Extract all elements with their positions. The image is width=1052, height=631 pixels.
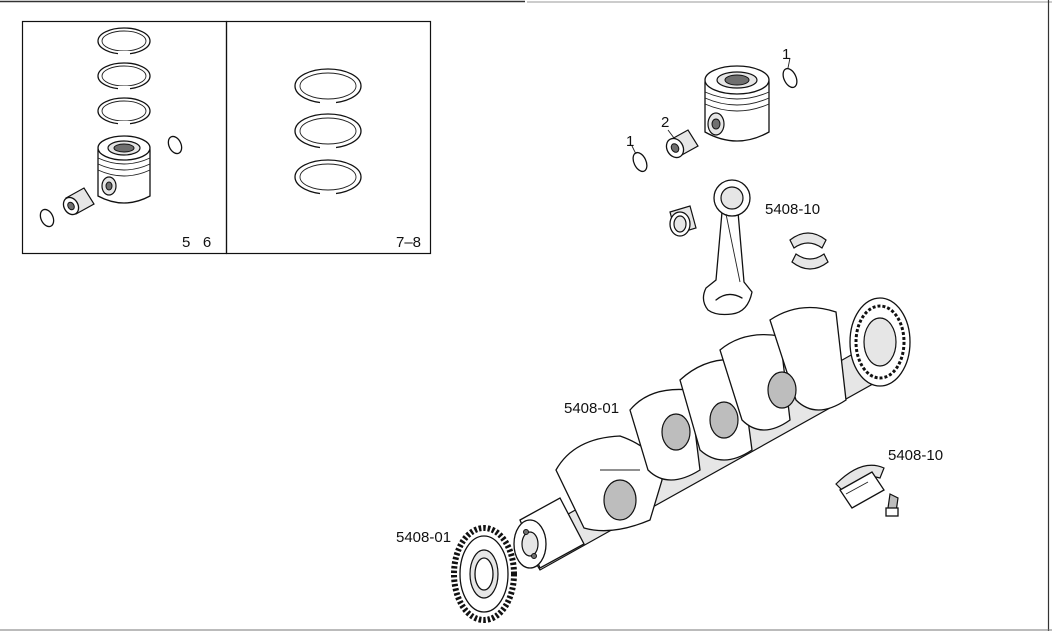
callout-crankshaft: 5408-01	[564, 400, 619, 417]
small-end-bush[interactable]	[669, 205, 697, 237]
inset-left-label: 5 6	[182, 234, 211, 251]
crank-pin-1	[603, 479, 637, 521]
piston-ring-1	[97, 27, 151, 55]
main-bearing-bolt[interactable]	[885, 493, 899, 517]
piston-ring-3	[97, 97, 151, 125]
piston-pin[interactable]: 2	[661, 114, 699, 161]
callout-timing-gear: 5408-01	[396, 529, 451, 546]
connecting-rod[interactable]	[702, 179, 753, 316]
circlip-small-left	[39, 208, 55, 228]
callout-main-bearing: 5408-10	[888, 447, 943, 464]
crank-rear-gear	[849, 297, 911, 387]
callout-conrod-bearing: 5408-10	[765, 201, 820, 218]
main-bearing[interactable]: 5408-10	[835, 447, 943, 509]
piston-pin-small	[62, 187, 95, 216]
inset-right-label: 7–8	[396, 234, 421, 251]
crank-pin-4	[767, 371, 797, 409]
crank-pin-3	[709, 401, 739, 439]
ring-set-ring-1	[294, 68, 362, 104]
piston-small	[97, 135, 151, 204]
circlip-right[interactable]: 1	[780, 46, 799, 90]
conrod-bearing-shells[interactable]: 5408-10	[765, 201, 829, 270]
ring-set-ring-3	[294, 159, 362, 195]
inset-piston-kit[interactable]: 5 6	[21, 20, 228, 255]
piston-ring-2	[97, 62, 151, 90]
crank-pin-2	[661, 413, 691, 451]
callout-circlip-left: 1	[626, 133, 634, 150]
callout-circlip-right: 1	[782, 46, 790, 63]
circlip-left[interactable]: 1	[626, 133, 650, 174]
crankshaft[interactable]: 5408-01	[513, 297, 911, 571]
timing-gear[interactable]: 5408-01	[396, 525, 517, 623]
inset-ring-set[interactable]: 7–8	[225, 20, 432, 255]
piston[interactable]	[704, 65, 770, 142]
inset-right-frame	[225, 20, 432, 255]
crank-web-5	[769, 306, 847, 411]
ring-set-ring-2	[294, 113, 362, 149]
circlip-small-right	[167, 135, 183, 155]
callout-pin: 2	[661, 114, 669, 131]
